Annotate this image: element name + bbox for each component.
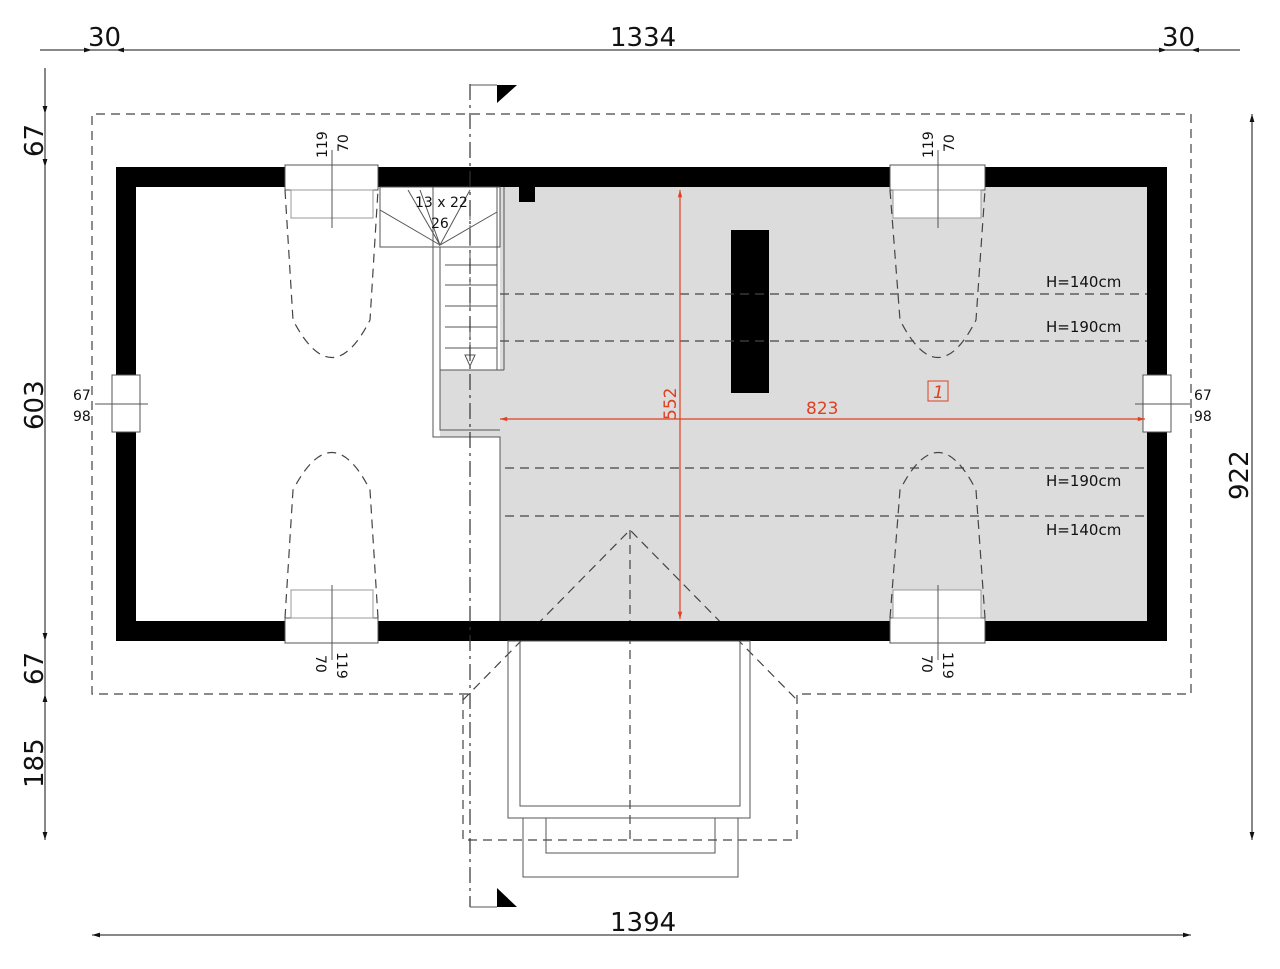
window-label: 119 [939,652,955,679]
window-label: 67 [1194,388,1212,404]
porch [507,640,751,878]
dim-bottom-total: 1394 [610,908,676,938]
stairs-steps-label: 13 x 22 [415,195,468,211]
height-label: H=190cm [1046,318,1121,336]
dim-right-total: 922 [1225,450,1255,500]
roof-outline [91,113,1192,841]
window-label: 70 [942,134,958,152]
room-number: 1 [933,383,944,403]
window-label: 70 [312,655,328,673]
dim-top-left: 30 [88,23,121,53]
height-label: H=190cm [1046,472,1121,490]
window-label: 70 [336,134,352,152]
window-label: 98 [1194,409,1212,425]
usable-floor-area [440,187,1147,621]
dim-top-middle: 1334 [610,23,676,53]
height-label: H=140cm [1046,273,1121,291]
staircase [379,186,505,621]
dim-left-segment: 185 [20,738,50,788]
section-marker-bottom [497,888,517,907]
ceiling-height-lines [500,293,1147,517]
roof-window-outlines [284,189,986,619]
window-label: 70 [918,655,934,673]
window-label: 119 [333,652,349,679]
dim-top-right: 30 [1162,23,1195,53]
stairs-width-label: 26 [431,216,449,232]
dim-left-segment: 67 [20,124,50,157]
window-label: 119 [921,131,937,158]
window-label: 67 [73,388,91,404]
window-axes [95,150,1190,660]
chimney [731,230,769,393]
height-label: H=140cm [1046,521,1121,539]
gable-roof-lines [462,529,798,840]
room-width-label: 823 [806,399,838,419]
dim-left-segment: 67 [20,652,50,685]
section-marker-top [497,85,517,103]
room-depth-label: 552 [661,388,681,420]
window-label: 119 [315,131,331,158]
dimension-lines [40,47,1255,938]
dim-left-segment: 603 [20,380,50,430]
window-label: 98 [73,409,91,425]
vent-shaft [519,187,535,202]
